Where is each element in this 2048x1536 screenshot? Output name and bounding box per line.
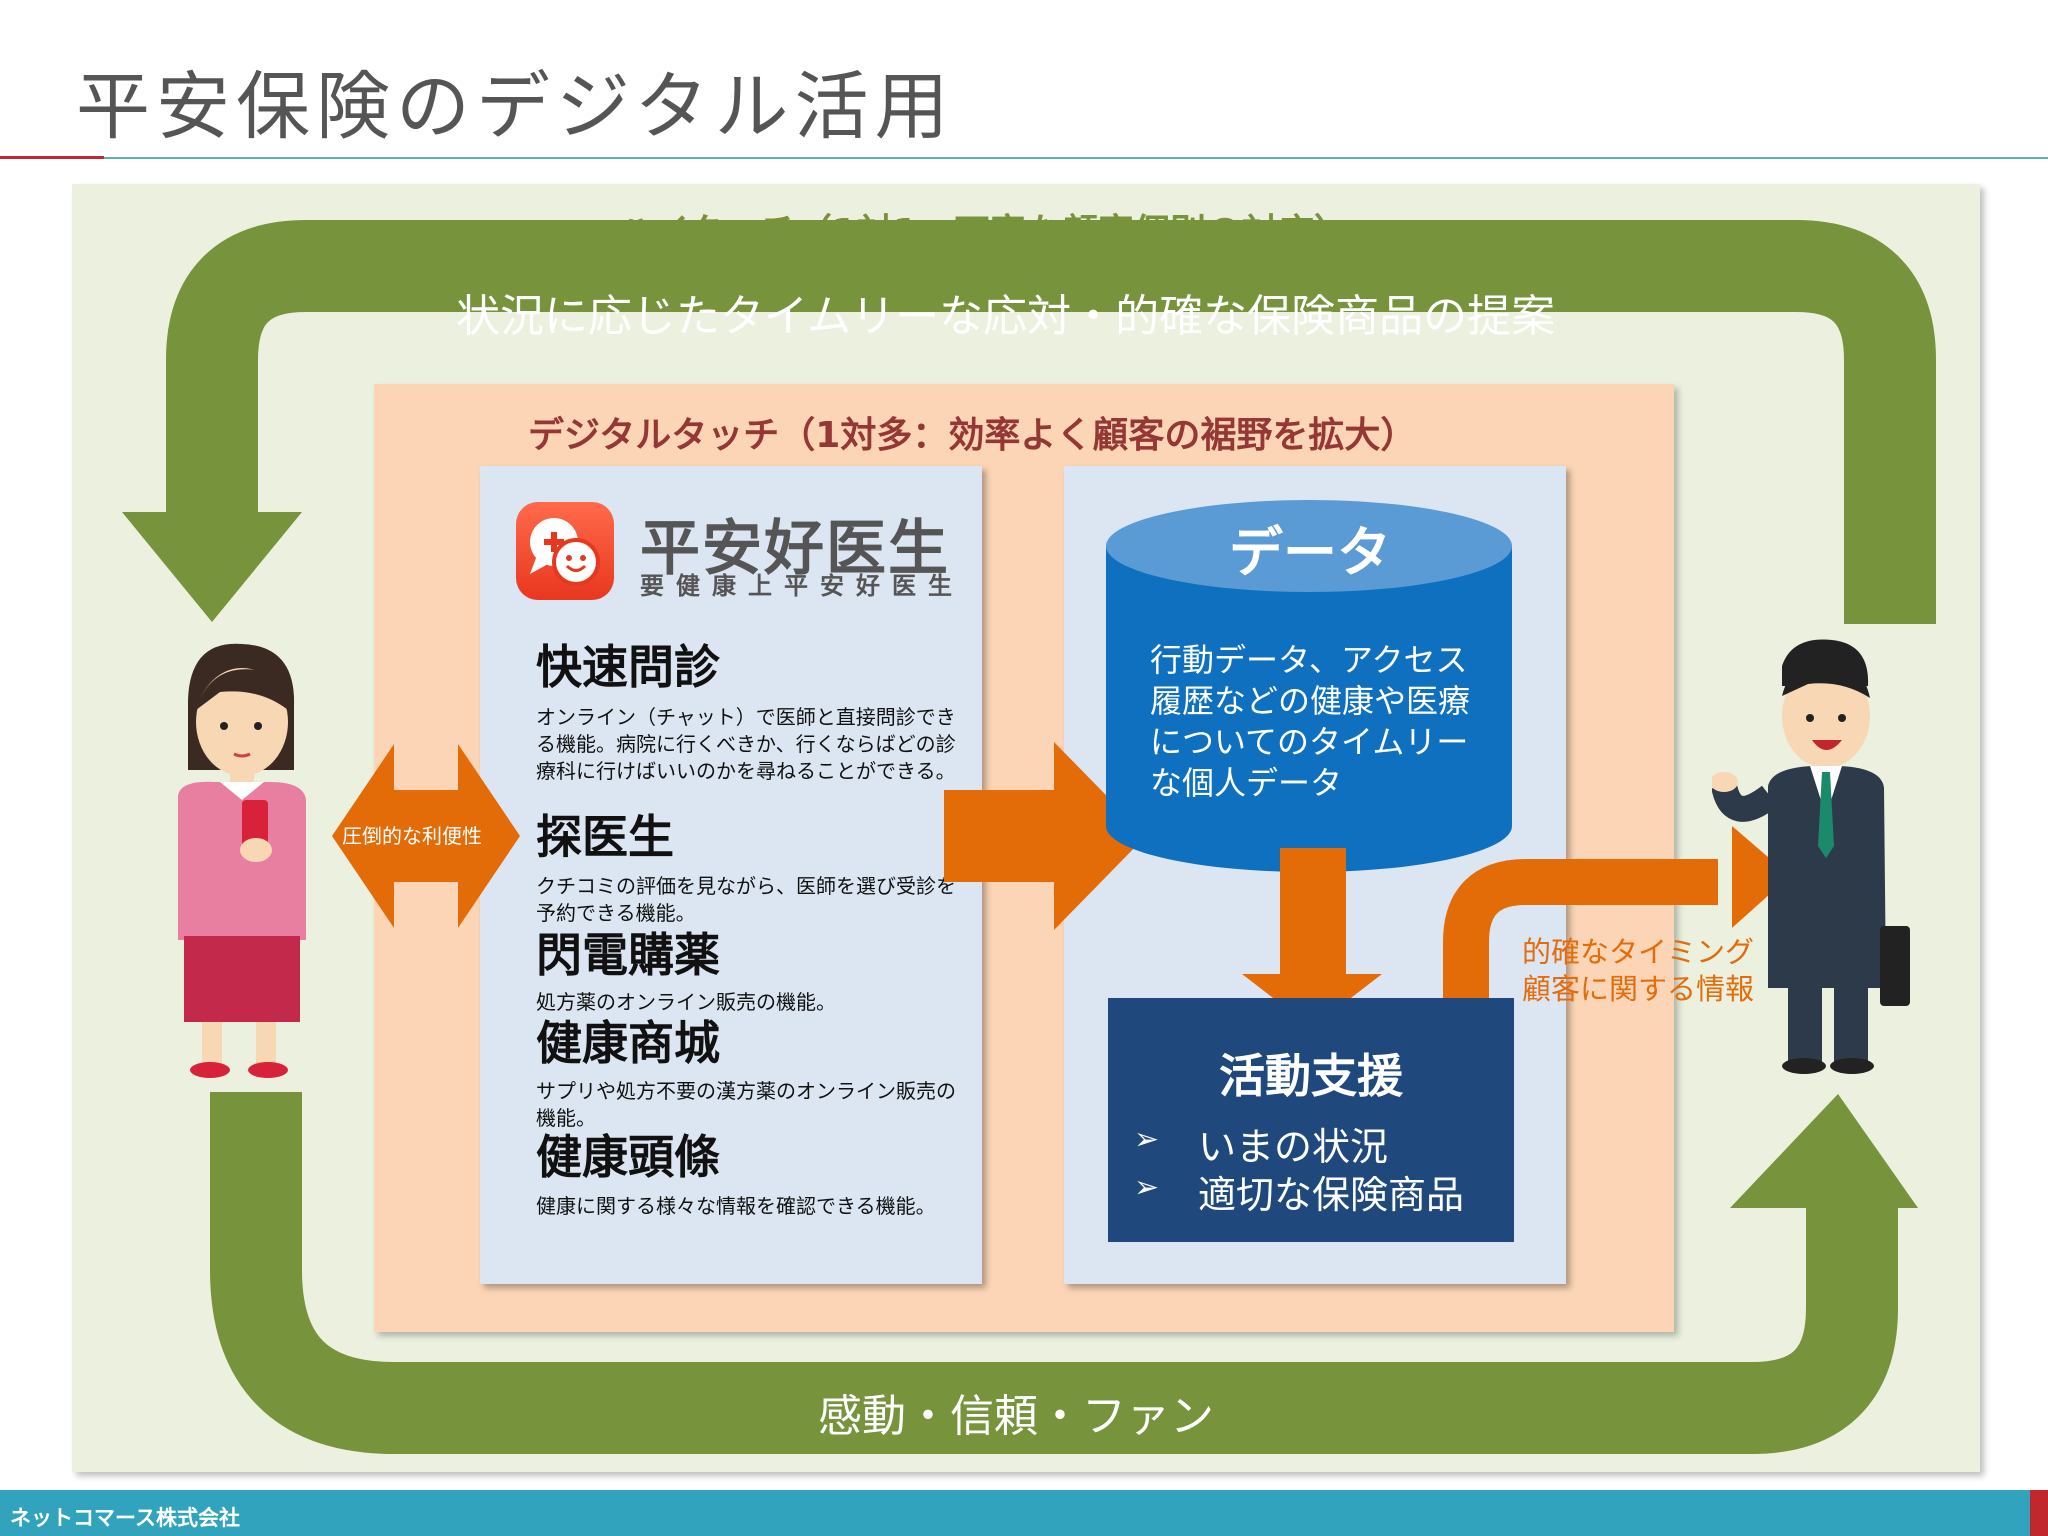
top-loop-arrowhead: [122, 512, 302, 622]
feature-title: 健康商城: [536, 1016, 720, 1070]
digital-touch-title: デジタルタッチ（1対多：効率よく顧客の裾野を拡大）: [528, 415, 1417, 456]
timing-line: 的確なタイミング: [1522, 935, 1755, 969]
salesperson-illustration: [1712, 639, 1910, 1074]
timing-info-text: 的確なタイミング 顧客に関する情報: [1522, 934, 1754, 1008]
feature-title: 健康頭條: [536, 1130, 720, 1184]
bottom-loop-arrowhead: [1730, 1094, 1918, 1208]
app-logo-slogan: 要健康上平安好医生: [640, 572, 964, 600]
app-card: [480, 466, 982, 1284]
timing-line: 顧客に関する情報: [1522, 972, 1755, 1006]
app-logo-name: 平安好医生: [640, 514, 950, 584]
feature-title: 探医生: [536, 810, 674, 864]
high-touch-title: ハイタッチ（1対1：丁寧な顧客個別の対応）: [618, 212, 1350, 253]
convenience-label: 圧倒的な利便性: [342, 824, 482, 848]
app-to-data-arrow: [944, 742, 1146, 930]
feature-desc: サプリや処方不要の漢方薬のオンライン販売の機能。: [536, 1079, 956, 1130]
feature-desc: クチコミの評価を見ながら、医師を選び受診を予約できる機能。: [536, 874, 956, 925]
convenience-arrow: [332, 744, 520, 928]
feature-desc: 処方薬のオンライン販売の機能。: [536, 990, 836, 1014]
bullet-icon: ➢: [1134, 1122, 1160, 1157]
support-to-person-arrowhead: [1732, 826, 1790, 928]
data-to-support-arrow: [1242, 848, 1382, 1028]
footer-accent: [2030, 1490, 2048, 1536]
bullet-icon: ➢: [1134, 1170, 1160, 1205]
data-description: 行動データ、アクセス履歴などの健康や医療についてのタイムリーな個人データ: [1150, 641, 1471, 802]
database-cylinder: [1106, 500, 1512, 872]
feature-title: 快速問診: [536, 640, 720, 694]
support-item: 適切な保険商品: [1198, 1173, 1465, 1217]
feature-desc: オンライン（チャット）で医師と直接問診できる機能。病院に行くべきか、行くならばど…: [536, 705, 956, 783]
title-rule: [104, 157, 2048, 159]
data-label: データ: [1229, 521, 1391, 584]
feature-desc: 健康に関する様々な情報を確認できる機能。: [536, 1194, 936, 1218]
page-title: 平安保険のデジタル活用: [76, 64, 955, 150]
footer-company-name: ネットコマース株式会社: [10, 1506, 240, 1530]
customer-illustration: [178, 643, 306, 1078]
support-to-person-arrow: [1443, 859, 1718, 1020]
support-item: いまの状況: [1198, 1125, 1389, 1169]
activity-support-box: [1108, 998, 1514, 1242]
feature-title: 閃電購薬: [536, 928, 720, 982]
top-loop-arrow: [166, 220, 1936, 624]
app-logo-icon: [516, 502, 614, 600]
activity-support-title: 活動支援: [1219, 1049, 1403, 1103]
footer-bar: [0, 1490, 2030, 1536]
top-loop-text: 状況に応じたタイムリーな応対・的確な保険商品の提案: [456, 291, 1556, 342]
bottom-loop-arrow: [210, 1092, 1898, 1454]
title-rule-accent: [0, 156, 104, 159]
bottom-loop-text: 感動・信頼・ファン: [818, 1391, 1214, 1442]
